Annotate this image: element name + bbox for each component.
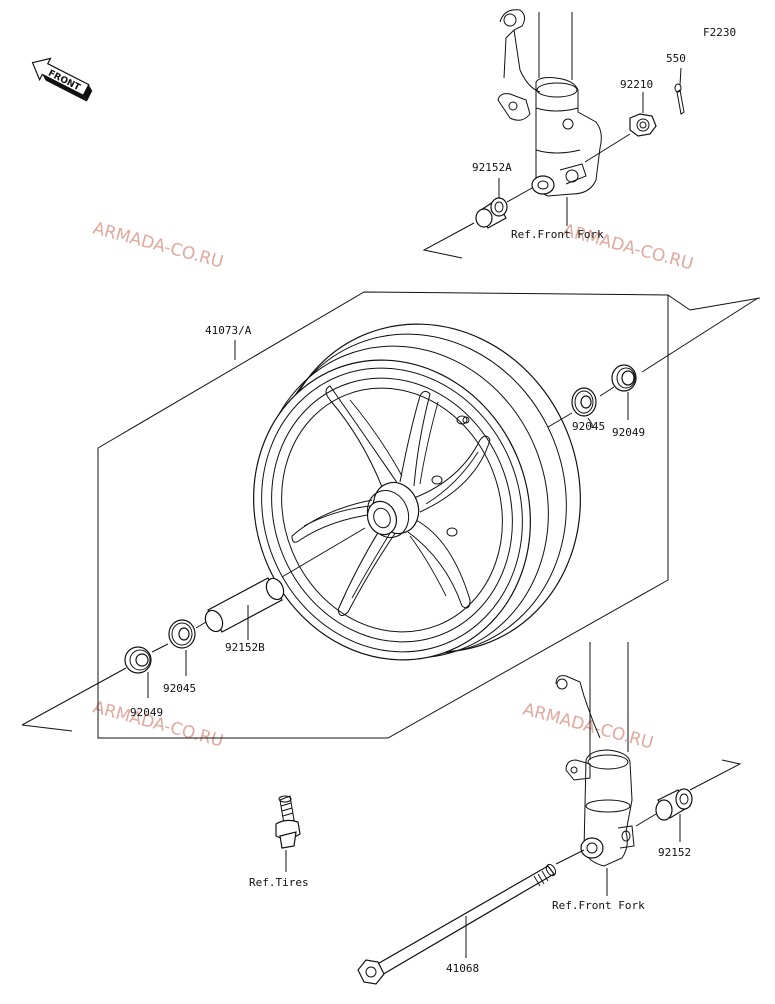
label-92152: 92152 — [658, 846, 691, 859]
front-fork-right — [497, 9, 602, 197]
watermark-1: ARMADA-CO.RU — [91, 219, 226, 273]
part-550 — [674, 83, 685, 115]
part-92045-left — [168, 619, 196, 649]
part-92049-left — [124, 646, 152, 674]
tire-valve-icon — [275, 795, 301, 849]
part-92210 — [629, 113, 657, 137]
part-92045-right — [571, 387, 597, 417]
label-92049-right: 92049 — [612, 426, 645, 439]
label-92152B: 92152B — [225, 641, 265, 654]
part-92152 — [655, 788, 693, 821]
front-arrow-icon: FRONT — [31, 57, 93, 102]
part-92049-right — [611, 364, 637, 392]
front-wheel — [253, 323, 581, 661]
part-41068 — [357, 863, 557, 985]
label-ref-fork-top: Ref.Front Fork — [511, 228, 604, 241]
wheel-frame-box — [97, 291, 761, 739]
label-41068: 41068 — [446, 962, 479, 975]
part-92152B — [204, 577, 285, 633]
label-92210: 92210 — [620, 78, 653, 91]
label-ref-fork-bottom: Ref.Front Fork — [552, 899, 645, 912]
part-92152A — [475, 197, 508, 229]
figure-code: F2230 — [703, 26, 736, 39]
label-550: 550 — [666, 52, 686, 65]
front-fork-left — [555, 642, 635, 867]
label-92045-left: 92045 — [163, 682, 196, 695]
label-ref-tires: Ref.Tires — [249, 876, 309, 889]
label-92152A: 92152A — [472, 161, 512, 174]
label-92049-left: 92049 — [130, 706, 163, 719]
label-41073A: 41073/A — [205, 324, 252, 337]
label-92045-right: 92045 — [572, 420, 605, 433]
